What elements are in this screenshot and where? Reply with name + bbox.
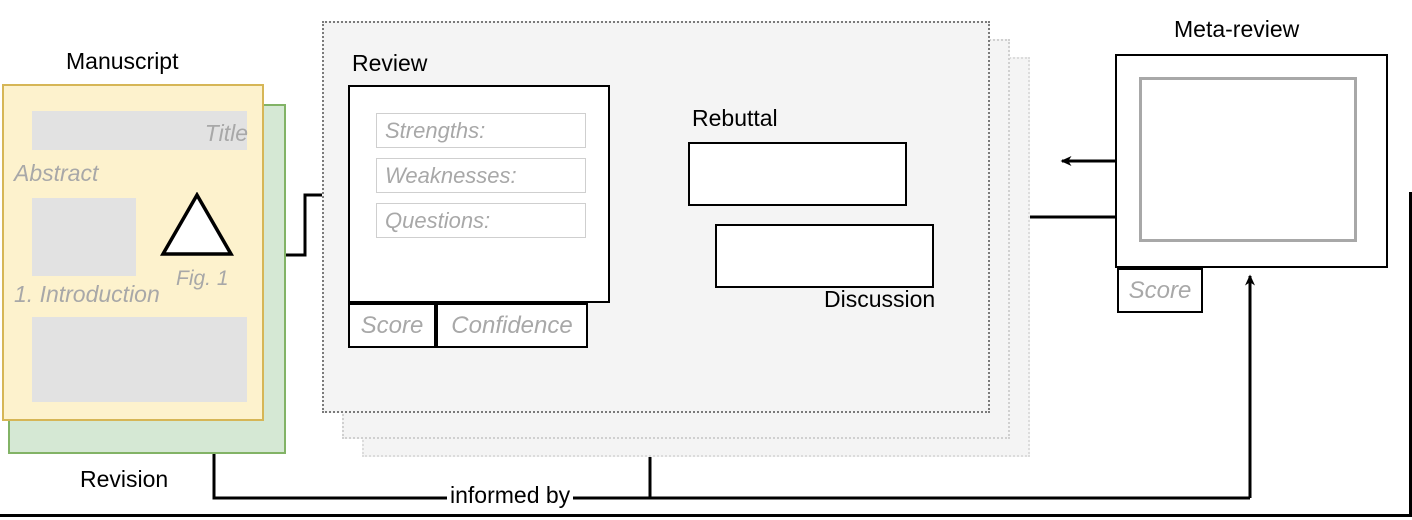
manuscript-intro-heading: 1. Introduction bbox=[14, 281, 160, 307]
manuscript-figure-caption: Fig. 1 bbox=[176, 267, 229, 290]
figure-triangle-icon bbox=[160, 192, 234, 256]
review-field-strengths[interactable]: Strengths: bbox=[376, 113, 586, 148]
metareview-label: Meta-review bbox=[1174, 16, 1300, 42]
edge-revision-informed-by bbox=[212, 454, 1250, 500]
review-label: Review bbox=[352, 50, 428, 76]
manuscript-title-block bbox=[32, 111, 247, 150]
metareview-score-label: Score bbox=[1128, 276, 1192, 304]
review-confidence-cell[interactable]: Confidence bbox=[436, 303, 588, 348]
review-confidence-label: Confidence bbox=[451, 311, 573, 339]
review-field-weaknesses[interactable]: Weaknesses: bbox=[376, 158, 586, 193]
manuscript-abstract-heading: Abstract bbox=[14, 160, 99, 186]
review-score-cell[interactable]: Score bbox=[348, 303, 436, 348]
manuscript-title-placeholder: Title bbox=[204, 120, 248, 146]
bottom-rule bbox=[0, 514, 1412, 517]
review-field-questions-label: Questions: bbox=[385, 207, 491, 233]
rebuttal-box[interactable] bbox=[688, 142, 907, 206]
revision-label: Revision bbox=[80, 466, 169, 492]
review-field-strengths-label: Strengths: bbox=[385, 117, 486, 143]
metareview-content-area bbox=[1139, 77, 1357, 242]
informed-by-edge-label: informed by bbox=[447, 484, 574, 507]
discussion-label: Discussion bbox=[824, 286, 936, 312]
manuscript-text-block-left bbox=[32, 198, 136, 276]
manuscript-document[interactable]: Title Abstract Fig. 1 1. Introduction bbox=[2, 84, 264, 421]
review-field-weaknesses-label: Weaknesses: bbox=[385, 162, 517, 188]
discussion-box[interactable] bbox=[715, 224, 934, 288]
manuscript-body-block bbox=[32, 317, 247, 402]
right-rule bbox=[1409, 192, 1412, 514]
review-form[interactable]: Strengths: Weaknesses: Questions: bbox=[348, 85, 610, 303]
metareview-document[interactable] bbox=[1115, 54, 1388, 268]
manuscript-label: Manuscript bbox=[66, 48, 179, 74]
review-score-label: Score bbox=[360, 311, 424, 339]
metareview-score-cell[interactable]: Score bbox=[1117, 268, 1203, 313]
review-field-questions[interactable]: Questions: bbox=[376, 203, 586, 238]
rebuttal-label: Rebuttal bbox=[692, 105, 778, 131]
